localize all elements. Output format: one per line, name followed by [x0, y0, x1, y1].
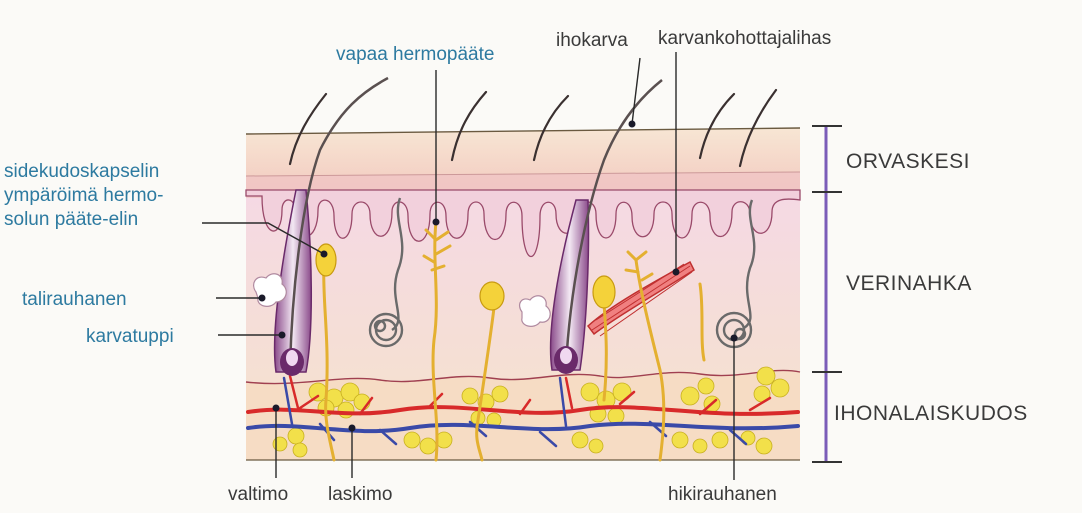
label-hair: ihokarva — [556, 30, 628, 51]
label-free-nerve-ending: vapaa hermopääte — [336, 44, 494, 65]
layer-label-epidermis: ORVASKESI — [846, 150, 970, 173]
label-artery: valtimo — [228, 484, 288, 505]
label-capsule-line3: solun pääte-elin — [4, 209, 138, 230]
label-capsule-line1: sidekudoskapselin — [4, 161, 159, 182]
label-capsule-line2: ympäröimä hermo- — [4, 185, 163, 206]
layer-label-subcutis: IHONALAISKUDOS — [834, 402, 1028, 425]
layer-label-dermis: VERINAHKA — [846, 272, 972, 295]
label-hair-follicle: karvatuppi — [86, 326, 174, 347]
label-arrector-muscle: karvankohottajalihas — [658, 28, 831, 49]
label-vein: laskimo — [328, 484, 392, 505]
label-sebaceous-gland: talirauhanen — [22, 289, 127, 310]
label-sweat-gland: hikirauhanen — [668, 484, 777, 505]
